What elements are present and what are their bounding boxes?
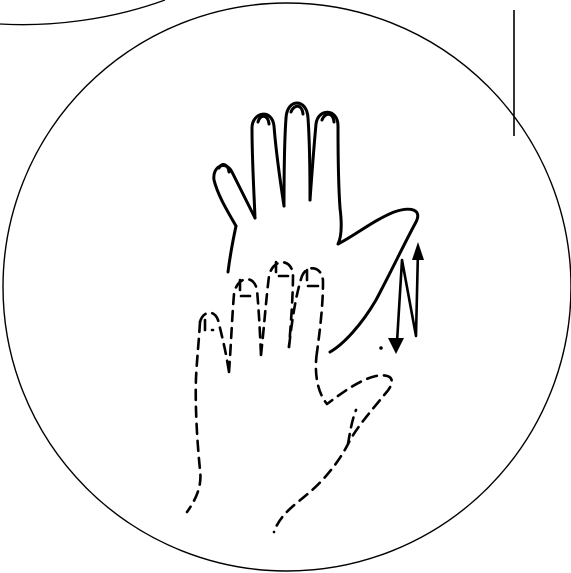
hand-end-position-solid <box>214 103 418 352</box>
adjacent-panel-arc <box>0 0 165 25</box>
circle-frame <box>3 3 571 571</box>
arrow-head-up-icon <box>412 242 424 260</box>
hand-start-position-dashed <box>187 262 392 532</box>
movement-arrow <box>397 250 418 342</box>
arrow-head-down-icon <box>388 338 404 354</box>
ink-speck <box>379 346 383 350</box>
